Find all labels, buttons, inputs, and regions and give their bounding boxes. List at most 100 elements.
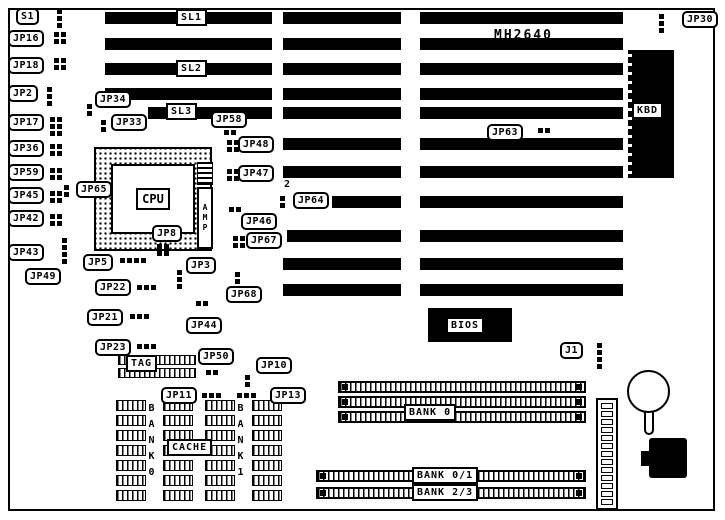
cache-sram-chip [252,445,282,456]
jumper-pin [54,32,59,37]
jumper-pin [224,130,229,135]
jumper-block-jp22 [137,285,156,290]
jumper-pin [240,243,245,248]
power-connector-pin [601,435,613,441]
isa-slot-bar [287,230,401,242]
isa-slot-bar [420,196,623,208]
simm-socket [338,381,586,393]
jumper-pin [231,130,236,135]
jumper-pin [57,151,62,156]
power-connector-pin [601,483,613,489]
cache-sram-chip [205,475,235,486]
jumper-pin [234,169,239,174]
jumper-block-jp58 [224,130,236,135]
jumper-pin [227,147,232,152]
jumper-block-jp68 [235,272,240,284]
callout-jp30: JP30 [682,11,719,28]
jumper-block-jp48 [227,140,239,152]
jumper-pin [280,196,285,201]
jumper-block-jp3 [177,270,182,289]
cache-sram-chip [205,400,235,411]
cache-sram-chip [116,400,146,411]
cache-sram-chip [116,430,146,441]
jumper-pin [157,251,162,256]
jumper-pin [50,124,55,129]
jumper-pin [251,393,256,398]
jumper-pin [57,131,62,136]
isa-slot-bar [420,284,623,296]
jumper-pin [64,185,69,190]
jumper-pin [50,151,55,156]
jumper-block-jp16 [54,32,66,44]
jumper-pin [50,191,55,196]
callout-jp10: JP10 [256,357,293,374]
power-connector-pin [601,427,613,433]
callout-jp11: JP11 [161,387,198,404]
jumper-pin [62,259,67,264]
slot-label-sl1: SL1 [176,9,208,26]
cache-sram-chip [163,415,193,426]
jumper-pin [234,140,239,145]
jumper-pin [61,65,66,70]
jumper-pin [177,270,182,275]
jumper-pin [57,144,62,149]
jumper-block-jp18 [54,58,66,70]
jumper-pin [144,314,149,319]
callout-jp8: JP8 [152,225,182,242]
callout-jp23: JP23 [95,339,132,356]
jumper-pin [203,301,208,306]
callout-jp33: JP33 [111,114,148,131]
jumper-pin [244,393,249,398]
jumper-pin [235,272,240,277]
jumper-pin [50,175,55,180]
jumper-block-jp11 [202,393,221,398]
jumper-pin [151,344,156,349]
jumper-pin [57,9,62,14]
jumper-pin [137,314,142,319]
isa-slot-bar [420,138,623,150]
jumper-pin [545,128,550,133]
callout-jp3: JP3 [186,257,216,274]
jumper-pin [597,350,602,355]
jumper-pin [141,258,146,263]
power-connector-pin [601,403,613,409]
jumper-pin [54,58,59,63]
isa-slot-bar [420,166,623,178]
callout-s1: S1 [16,8,40,25]
jumper-pin [234,147,239,152]
isa-slot-bar [283,166,401,178]
simm-socket [338,411,586,423]
cpu-socket-inner: CPU [111,164,195,234]
isa-slot-bar [420,107,623,119]
jumper-block-jp47 [227,169,239,181]
callout-j1: J1 [560,342,584,359]
isa-slot-bar [420,63,623,75]
jumper-block-jp33 [101,120,106,132]
isa-slot-bar [420,12,623,24]
jumper-pin [213,370,218,375]
jumper-pin [62,252,67,257]
jumper-block-jp36 [50,144,62,156]
jumper-pin [87,111,92,116]
bank01-label: BANK 0/1 [412,467,479,484]
jumper-pin [227,169,232,174]
jumper-block-jp46 [229,207,241,212]
callout-jp58: JP58 [211,111,248,128]
jumper-block-jp17 [50,117,62,136]
jumper-pin [62,238,67,243]
jumper-pin [137,285,142,290]
jumper-pin [236,207,241,212]
jumper-pin [62,245,67,250]
callout-jp65: JP65 [76,181,113,198]
jumper-pin [206,370,211,375]
jumper-pin [54,65,59,70]
jumper-pin [164,244,169,249]
cache-sram-chip [252,490,282,501]
power-connector-pin [601,451,613,457]
jumper-pin [57,168,62,173]
isa-slot-bar [420,88,623,100]
isa-slot-bar [283,107,401,119]
jumper-pin [50,144,55,149]
callout-jp63: JP63 [487,124,524,141]
